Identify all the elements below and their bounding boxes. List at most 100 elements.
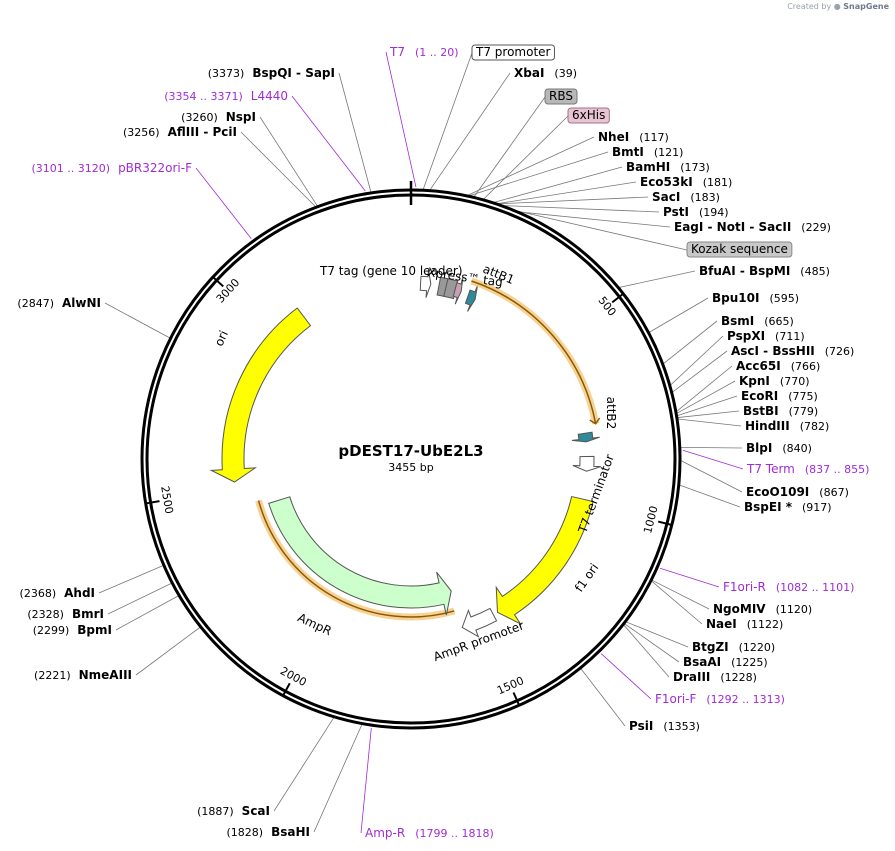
site-31-leader bbox=[107, 583, 172, 615]
primer-0-label[interactable]: T7(1 .. 20) bbox=[389, 45, 459, 59]
primer-5-label[interactable]: pBR322ori-F(3101 .. 3120) bbox=[32, 161, 193, 175]
site-5-leader bbox=[499, 196, 649, 205]
site-13-label[interactable]: Acc65I(766) bbox=[736, 359, 820, 373]
site-20-leader bbox=[679, 484, 741, 508]
site-17-label[interactable]: HindIII(782) bbox=[745, 419, 829, 433]
primer-0-position: (1 .. 20) bbox=[415, 46, 459, 59]
site-8-name: BfuAI - BspMI bbox=[699, 264, 790, 278]
primer-2-position: (1082 .. 1101) bbox=[776, 581, 855, 594]
site-11-label[interactable]: PspXI(711) bbox=[727, 329, 805, 343]
site-16-label[interactable]: BstBI (779) bbox=[743, 404, 818, 418]
site-10-name: BsmI bbox=[721, 314, 754, 328]
site-10-label[interactable]: BsmI(665) bbox=[721, 314, 794, 328]
site-16-position: (779) bbox=[789, 405, 819, 418]
site-5-label[interactable]: SacI(183) bbox=[652, 190, 720, 204]
site-34-position: (3256) bbox=[123, 126, 160, 139]
site-32-name: AhdI bbox=[64, 586, 95, 600]
boxed-label-text-2: 6xHis bbox=[572, 108, 605, 122]
feature-t7-terminator[interactable] bbox=[572, 455, 601, 472]
primer-1-label[interactable]: T7 Term(837 .. 855) bbox=[746, 462, 869, 476]
site-15-label[interactable]: EcoRI(775) bbox=[741, 389, 818, 403]
site-26-leader bbox=[580, 668, 626, 727]
site-35-label[interactable]: NspI(3260) bbox=[181, 110, 256, 124]
site-9-leader bbox=[649, 297, 709, 333]
site-1-label[interactable]: NheI(117) bbox=[598, 130, 669, 144]
site-7-label[interactable]: EagI - NotI - SacII(229) bbox=[674, 220, 831, 234]
site-18-label[interactable]: BlpI (840) bbox=[746, 441, 812, 455]
feature-label-8: ori bbox=[212, 328, 231, 348]
site-6-label[interactable]: PstI(194) bbox=[663, 205, 729, 219]
site-18-name: BlpI bbox=[746, 441, 772, 455]
site-27-label[interactable]: ScaI(1887) bbox=[197, 804, 270, 818]
boxed-label-1[interactable]: RBS bbox=[544, 88, 578, 105]
site-32-label[interactable]: AhdI(2368) bbox=[20, 586, 95, 600]
primer-3-label[interactable]: F1ori-F(1292 .. 1313) bbox=[655, 692, 785, 706]
site-9-label[interactable]: Bpu10I(595) bbox=[712, 291, 799, 305]
boxed-label-2[interactable]: 6xHis bbox=[567, 107, 610, 124]
primer-4-leader bbox=[360, 728, 372, 834]
site-26-name: PsiI bbox=[629, 719, 653, 733]
site-30-position: (2299) bbox=[33, 624, 70, 637]
site-34-name: AflIII - PciI bbox=[168, 125, 237, 139]
plasmid-length: 3455 bp bbox=[388, 461, 433, 474]
primer-2-leader bbox=[659, 567, 720, 588]
site-21-label[interactable]: NgoMIV(1120) bbox=[713, 602, 812, 616]
site-36-position: (3373) bbox=[208, 67, 245, 80]
site-19-leader bbox=[680, 460, 743, 493]
primer-6-label[interactable]: L4440(3354 .. 3371) bbox=[164, 89, 288, 103]
primer-1-position: (837 .. 855) bbox=[805, 463, 870, 476]
site-27-name: ScaI bbox=[242, 804, 270, 818]
site-23-label[interactable]: BtgZI(1220) bbox=[692, 640, 775, 654]
site-2-label[interactable]: BmtI(121) bbox=[612, 145, 683, 159]
site-2-position: (121) bbox=[654, 146, 684, 159]
feature-ori[interactable] bbox=[209, 307, 312, 483]
site-13-position: (766) bbox=[791, 360, 821, 373]
feature-ube2l3-region[interactable] bbox=[471, 280, 597, 424]
primer-2-label[interactable]: F1ori-R(1082 .. 1101) bbox=[723, 580, 854, 594]
site-19-label[interactable]: EcoO109I(867) bbox=[746, 485, 849, 499]
site-28-label[interactable]: BsaHI(1828) bbox=[227, 825, 310, 839]
primer-5-name: pBR322ori-F bbox=[118, 161, 192, 175]
feature-t7-tag-gene-10-leader-[interactable] bbox=[419, 269, 432, 298]
primer-3-leader bbox=[600, 653, 652, 700]
site-20-label[interactable]: BspEI *(917) bbox=[744, 500, 832, 514]
site-31-label[interactable]: BmrI(2328) bbox=[27, 607, 104, 621]
site-0-position: (39) bbox=[554, 67, 577, 80]
feature-attb2[interactable] bbox=[571, 431, 600, 443]
site-29-leader bbox=[135, 627, 201, 676]
site-22-label[interactable]: NaeI(1122) bbox=[706, 617, 783, 631]
site-23-leader bbox=[626, 621, 689, 648]
site-30-leader bbox=[115, 595, 179, 631]
feature-ampr-promoter[interactable] bbox=[461, 607, 498, 638]
site-30-label[interactable]: BpmI(2299) bbox=[33, 623, 112, 637]
boxed-label-3[interactable]: Kozak sequence bbox=[686, 241, 793, 258]
site-34-label[interactable]: AflIII - PciI (3256) bbox=[123, 125, 237, 139]
site-25-label[interactable]: DraIII(1228) bbox=[673, 670, 757, 684]
feature-f1-ori[interactable] bbox=[495, 495, 594, 626]
site-25-name: DraIII bbox=[673, 670, 710, 684]
site-18-position: (840) bbox=[782, 442, 812, 455]
site-0-leader bbox=[429, 72, 511, 190]
plasmid-name: pDEST17-UbE2L3 bbox=[338, 442, 483, 460]
site-29-label[interactable]: NmeAIII(2221) bbox=[34, 668, 132, 682]
primer-6-name: L4440 bbox=[251, 89, 288, 103]
site-28-position: (1828) bbox=[227, 826, 264, 839]
site-29-name: NmeAIII bbox=[79, 668, 132, 682]
feature-6xhis[interactable] bbox=[452, 277, 464, 305]
site-0-label[interactable]: XbaI(39) bbox=[514, 66, 577, 80]
primer-4-label[interactable]: Amp-R(1799 .. 1818) bbox=[365, 826, 494, 840]
site-26-label[interactable]: PsiI(1353) bbox=[629, 719, 700, 733]
site-33-position: (2847) bbox=[17, 297, 54, 310]
site-4-label[interactable]: Eco53kI(181) bbox=[640, 175, 732, 189]
boxed-label-0[interactable]: T7 promoter bbox=[471, 44, 555, 61]
site-24-label[interactable]: BsaAI(1225) bbox=[683, 655, 768, 669]
site-14-label[interactable]: KpnI(770) bbox=[739, 374, 810, 388]
site-3-label[interactable]: BamHI(173) bbox=[626, 160, 710, 174]
site-8-label[interactable]: BfuAI - BspMI(485) bbox=[699, 264, 830, 278]
feature-attb1[interactable] bbox=[464, 285, 479, 312]
site-36-label[interactable]: BspQI - SapI(3373) bbox=[208, 66, 335, 80]
site-12-label[interactable]: AscI - BssHII(726) bbox=[731, 344, 854, 358]
feature-ampr[interactable] bbox=[268, 496, 452, 616]
site-16-name: BstBI bbox=[743, 404, 779, 418]
site-33-label[interactable]: AlwNI(2847) bbox=[17, 296, 101, 310]
